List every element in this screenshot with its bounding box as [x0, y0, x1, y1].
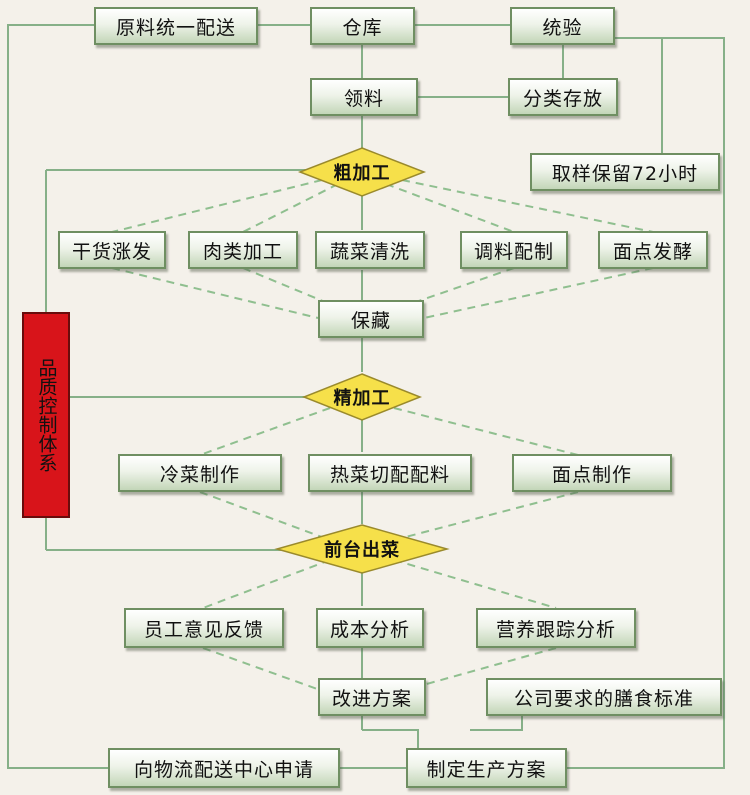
logistics-request-node[interactable]: 向物流配送中心申请	[108, 748, 340, 788]
warehouse-node[interactable]: 仓库	[310, 7, 415, 45]
dry-goods-node[interactable]: 干货涨发	[58, 231, 166, 269]
sample-retention-node[interactable]: 取样保留72小时	[530, 153, 720, 191]
solid-connectors	[7, 24, 725, 769]
inspection-node[interactable]: 统验	[510, 7, 615, 45]
preservation-node[interactable]: 保藏	[318, 300, 424, 338]
cost-analysis-node[interactable]: 成本分析	[316, 608, 424, 648]
quality-control-system[interactable]: 品质控制体系	[22, 312, 70, 518]
dashed-connectors	[111, 179, 654, 691]
rough-processing-label: 粗加工	[333, 163, 391, 184]
decision-diamonds	[274, 147, 450, 574]
production-plan-node[interactable]: 制定生产方案	[406, 748, 567, 788]
meat-processing-node[interactable]: 肉类加工	[188, 231, 298, 269]
pastry-node[interactable]: 面点制作	[512, 454, 672, 492]
nutrition-tracking-node[interactable]: 营养跟踪分析	[476, 608, 636, 648]
cold-dishes-node[interactable]: 冷菜制作	[118, 454, 282, 492]
vegetable-washing-node[interactable]: 蔬菜清洗	[315, 231, 425, 269]
rough-processing-diamond	[297, 147, 427, 197]
front-serving-diamond	[274, 524, 450, 574]
seasoning-node[interactable]: 调料配制	[460, 231, 568, 269]
sorted-storage-node[interactable]: 分类存放	[508, 78, 618, 116]
fine-processing-diamond	[301, 373, 423, 421]
central-delivery-node[interactable]: 原料统一配送	[94, 7, 258, 45]
dough-fermentation-node[interactable]: 面点发酵	[598, 231, 708, 269]
staff-feedback-node[interactable]: 员工意见反馈	[124, 608, 284, 648]
improvement-plan-node[interactable]: 改进方案	[318, 678, 426, 716]
front-serving-label: 前台出菜	[324, 540, 400, 561]
company-requirements-node[interactable]: 公司要求的膳食标准	[486, 678, 722, 716]
hot-dishes-node[interactable]: 热菜切配配料	[308, 454, 472, 492]
fine-processing-label: 精加工	[333, 388, 391, 409]
requisition-node[interactable]: 领料	[310, 78, 418, 116]
